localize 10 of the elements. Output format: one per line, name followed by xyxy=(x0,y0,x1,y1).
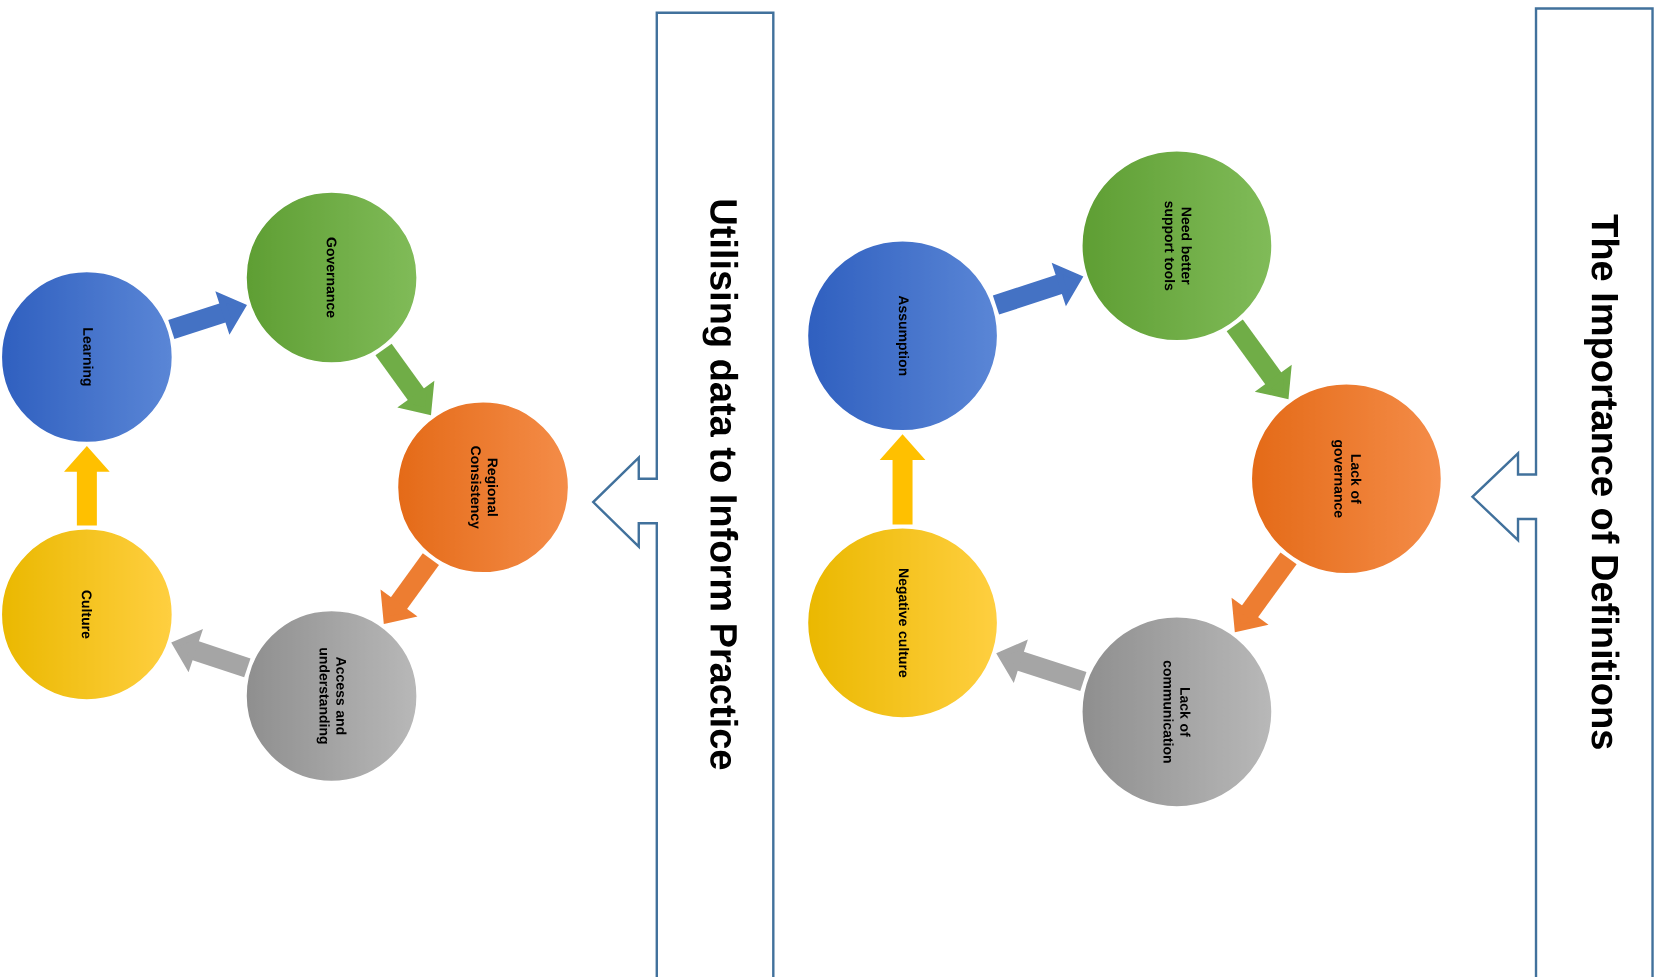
circle-node: Need better support tools xyxy=(1080,149,1274,343)
circle-node: Regional Consistency xyxy=(396,400,570,575)
circle-node: Access and understanding xyxy=(244,609,419,783)
circle-node: Assumption xyxy=(806,239,999,433)
circle-node: Negative culture xyxy=(806,526,999,720)
circle-node: Learning xyxy=(0,270,174,444)
circle-node: Lack of communication xyxy=(1080,615,1274,809)
circle-node: Lack of governance xyxy=(1250,382,1443,576)
circle-node: Culture xyxy=(0,527,174,702)
circle-node: Governance xyxy=(244,190,419,365)
